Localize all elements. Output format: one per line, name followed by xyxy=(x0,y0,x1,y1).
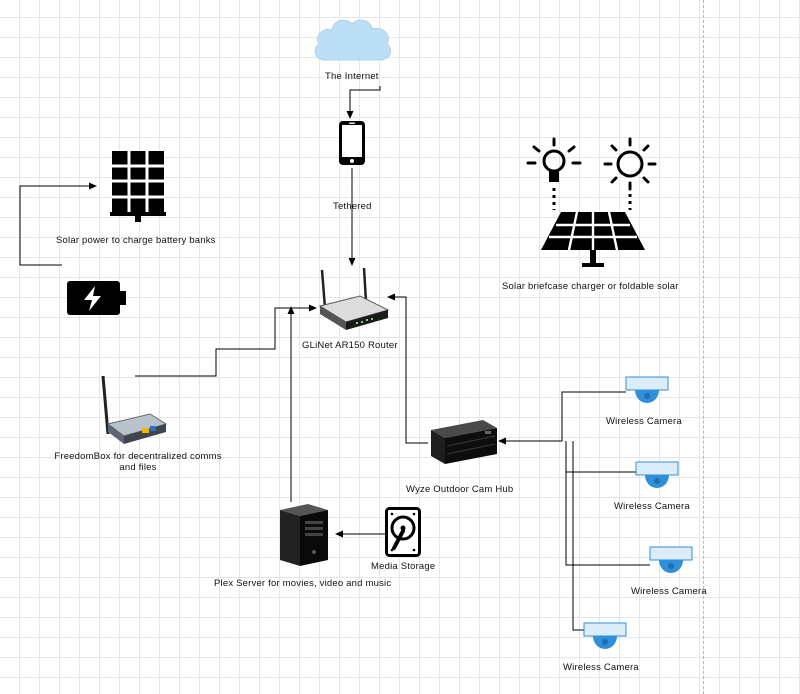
tower-server-icon xyxy=(278,502,332,573)
edge-battery-solar xyxy=(19,182,97,266)
solar-briefcase-label: Solar briefcase charger or foldable sola… xyxy=(502,281,679,292)
dome-camera-icon xyxy=(625,376,669,417)
camera-label: Wireless Camera xyxy=(631,586,707,597)
camera-label: Wireless Camera xyxy=(614,501,690,512)
edge-camera2-hub xyxy=(565,441,636,473)
camera-label: Wireless Camera xyxy=(563,662,639,673)
dome-camera-icon xyxy=(583,622,627,663)
wifi-access-point-icon xyxy=(98,374,170,449)
tethered-label: Tethered xyxy=(333,201,372,212)
page-boundary xyxy=(703,0,704,694)
edge-camera1-hub xyxy=(498,391,626,445)
edge-freedombox-router xyxy=(135,304,317,377)
solar-panel-label: Solar power to charge battery banks xyxy=(56,235,216,246)
dome-camera-icon xyxy=(649,546,693,587)
edge-hub-router xyxy=(387,293,428,444)
router-label: GLiNet AR150 Router xyxy=(302,340,398,351)
battery-charging-icon xyxy=(66,280,128,321)
wireless-router-icon xyxy=(316,267,392,341)
edge-camera4-hub xyxy=(572,441,584,631)
hard-drive-icon xyxy=(385,507,421,562)
internet-label: The Internet xyxy=(325,71,379,82)
camera-label: Wireless Camera xyxy=(606,416,682,427)
solar-panel-icon xyxy=(109,150,167,227)
freedombox-label: FreedomBox for decentralized comms and f… xyxy=(54,451,222,473)
cloud-icon xyxy=(311,14,393,69)
server-rack-icon xyxy=(427,418,499,471)
solar-panel-sun-icon xyxy=(523,136,661,275)
cam-hub-label: Wyze Outdoor Cam Hub xyxy=(406,484,514,495)
edge-camera3-hub xyxy=(565,441,650,566)
edge-internet-phone xyxy=(346,86,381,119)
dome-camera-icon xyxy=(635,461,679,502)
smartphone-icon xyxy=(338,120,366,171)
plex-server-label: Plex Server for movies, video and music xyxy=(214,578,392,589)
media-storage-label: Media Storage xyxy=(371,561,436,572)
